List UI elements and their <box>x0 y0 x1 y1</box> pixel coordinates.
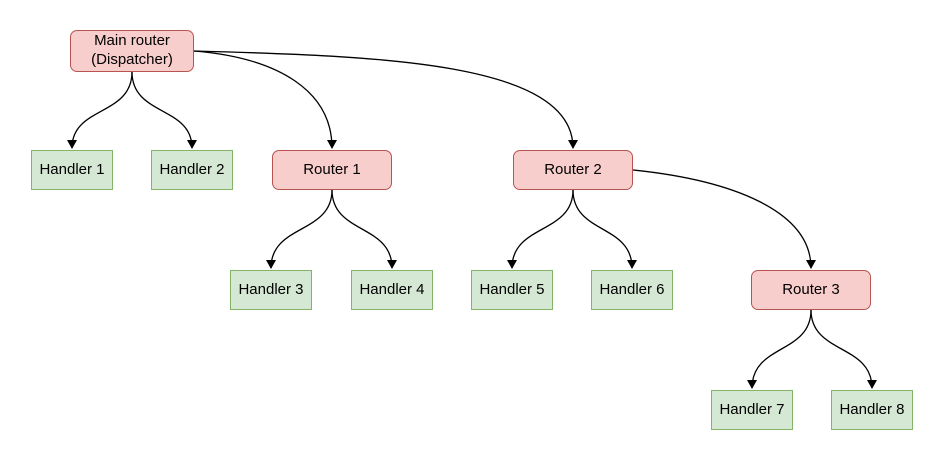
edge-router-3-to-handler-7 <box>747 309 812 389</box>
node-handler-8-label: Handler 8 <box>839 400 905 418</box>
node-main-router-label: Main router (Dispatcher) <box>91 32 173 68</box>
node-handler-6: Handler 6 <box>591 270 673 310</box>
node-handler-1: Handler 1 <box>31 150 113 190</box>
node-handler-5-label: Handler 5 <box>479 280 545 298</box>
edge-router-2-to-handler-5 <box>507 189 574 269</box>
node-handler-1-label: Handler 1 <box>39 160 105 178</box>
edge-main-to-router-2 <box>193 50 578 149</box>
edge-router-2-to-handler-6 <box>572 189 637 269</box>
node-handler-7: Handler 7 <box>711 390 793 430</box>
node-handler-6-label: Handler 6 <box>599 280 665 298</box>
node-handler-5: Handler 5 <box>471 270 553 310</box>
edge-main-to-handler-1 <box>67 71 133 149</box>
node-handler-2-label: Handler 2 <box>159 160 225 178</box>
edge-main-to-router-1 <box>193 50 337 149</box>
node-router-2: Router 2 <box>513 150 633 190</box>
node-handler-4-label: Handler 4 <box>359 280 425 298</box>
node-router-1: Router 1 <box>272 150 392 190</box>
edge-router-1-to-handler-3 <box>266 189 333 269</box>
node-router-2-label: Router 2 <box>544 160 602 178</box>
edge-router-2-to-router-3 <box>632 169 816 269</box>
edge-router-3-to-handler-8 <box>810 309 877 389</box>
node-handler-2: Handler 2 <box>151 150 233 190</box>
node-handler-3: Handler 3 <box>230 270 312 310</box>
node-handler-3-label: Handler 3 <box>238 280 304 298</box>
node-handler-8: Handler 8 <box>831 390 913 430</box>
node-router-3-label: Router 3 <box>782 280 840 298</box>
edge-main-to-handler-2 <box>131 71 197 149</box>
edge-router-1-to-handler-4 <box>331 189 397 269</box>
node-router-3: Router 3 <box>751 270 871 310</box>
node-handler-7-label: Handler 7 <box>719 400 785 418</box>
node-handler-4: Handler 4 <box>351 270 433 310</box>
node-main-router: Main router (Dispatcher) <box>70 30 194 72</box>
node-router-1-label: Router 1 <box>303 160 361 178</box>
